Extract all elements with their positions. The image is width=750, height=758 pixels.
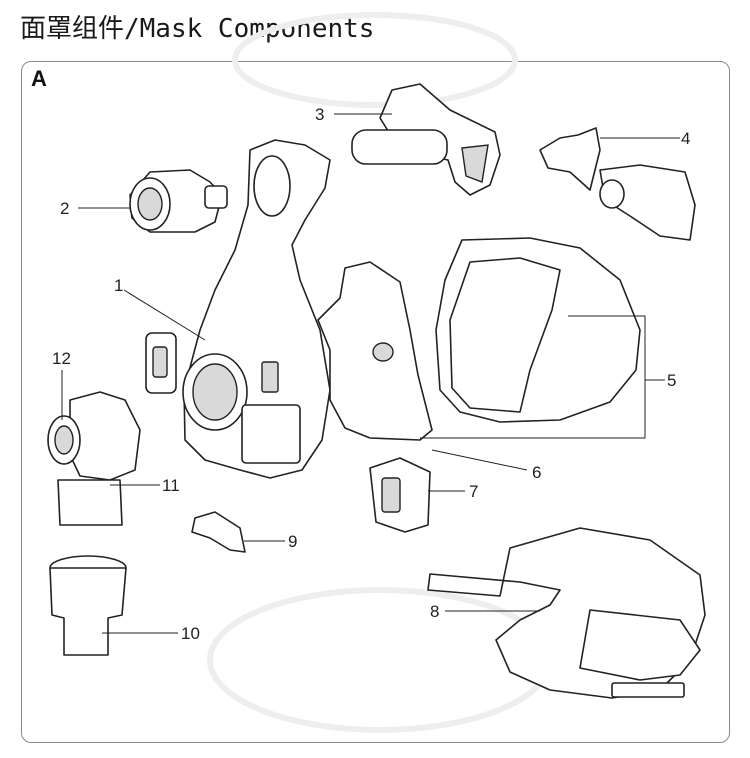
callout-labels: 1 2 3 4 5 6 7 8 9 10 11 12	[52, 105, 690, 643]
part-10-tube-adapter	[49, 555, 127, 656]
callout-11: 11	[162, 476, 180, 495]
callout-2: 2	[60, 199, 69, 218]
part-clip-small	[145, 332, 177, 394]
part-8-headgear	[427, 527, 706, 699]
callout-9: 9	[288, 532, 297, 551]
callout-7: 7	[469, 482, 478, 501]
part-3-forehead-arm	[351, 83, 501, 196]
callout-4: 4	[681, 129, 690, 148]
part-7-clip	[369, 457, 431, 533]
part-2-swivel	[129, 169, 228, 233]
callout-12: 12	[52, 349, 71, 368]
part-5-cushion	[435, 237, 641, 423]
part-1-mask-frame	[182, 139, 331, 479]
callout-3: 3	[315, 105, 324, 124]
panel-label: A	[31, 66, 47, 91]
callout-6: 6	[532, 463, 541, 482]
callout-1: 1	[114, 276, 123, 295]
part-11-swivel-ring	[57, 479, 123, 526]
callout-10: 10	[181, 624, 200, 643]
part-9-connector	[191, 511, 246, 553]
part-6-cushion-clip	[317, 261, 433, 441]
leader-lines	[61, 113, 680, 634]
callout-5: 5	[667, 371, 676, 390]
part-4-plugs	[539, 127, 696, 241]
part-12-elbow	[47, 391, 141, 481]
callout-8: 8	[430, 602, 439, 621]
